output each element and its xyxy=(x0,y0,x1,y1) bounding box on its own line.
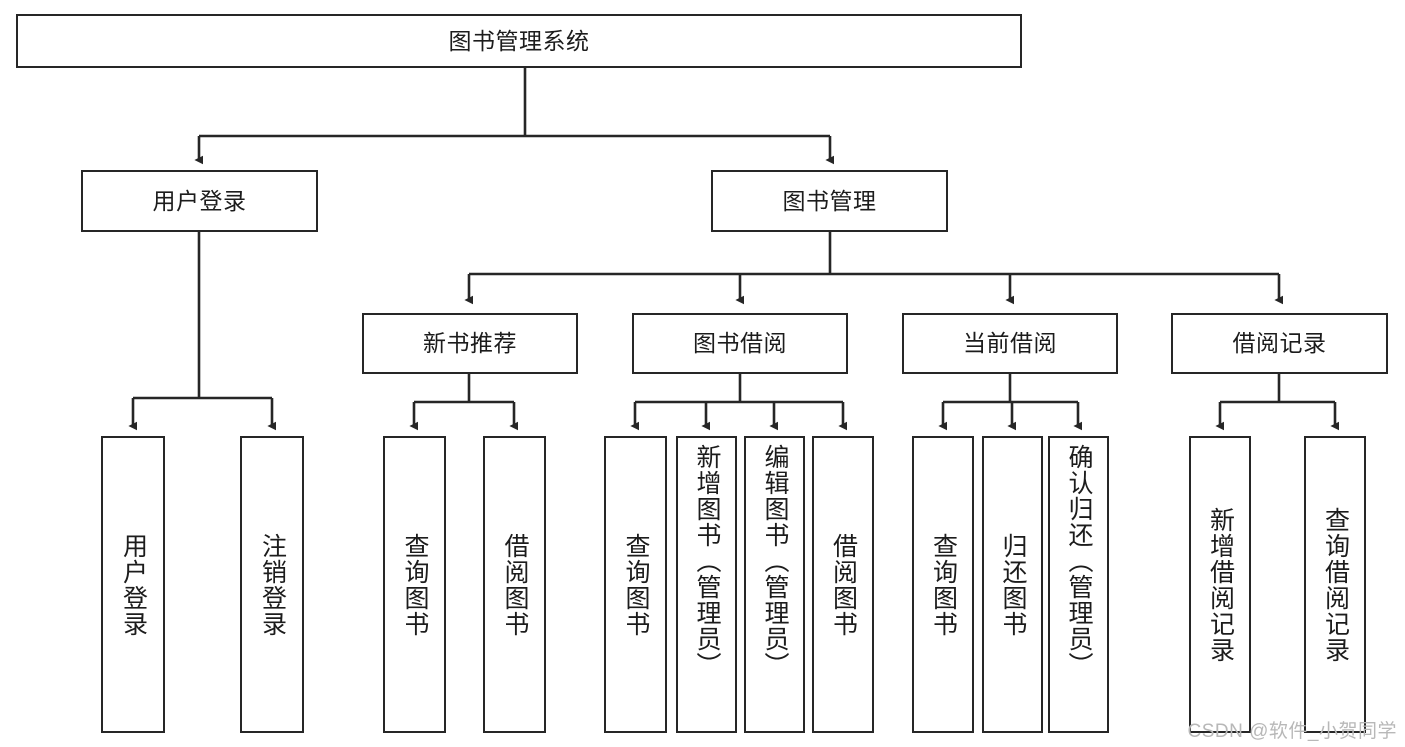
node-root[interactable]: 图书管理系统 xyxy=(16,14,1022,68)
node-book-management-label: 图书管理 xyxy=(782,187,877,214)
node-leaf-user-login-label: 用户登录 xyxy=(119,532,148,637)
node-leaf-borrow-book-1-label: 借阅图书 xyxy=(501,532,529,637)
node-leaf-logout[interactable]: 注销登录 xyxy=(240,436,304,733)
node-leaf-borrow-book-2[interactable]: 借阅图书 xyxy=(812,436,874,733)
node-leaf-confirm-return-label: 确认归还（管理员） xyxy=(1065,444,1093,678)
node-new-book-recommend-label: 新书推荐 xyxy=(423,330,517,357)
node-leaf-add-book-label: 新增图书（管理员） xyxy=(693,444,721,678)
node-leaf-query-record[interactable]: 查询借阅记录 xyxy=(1304,436,1366,733)
node-leaf-add-record[interactable]: 新增借阅记录 xyxy=(1189,436,1251,733)
node-leaf-edit-book-label: 编辑图书（管理员） xyxy=(761,444,789,678)
node-book-borrow[interactable]: 图书借阅 xyxy=(632,313,848,374)
node-leaf-user-login[interactable]: 用户登录 xyxy=(101,436,165,733)
node-root-label: 图书管理系统 xyxy=(448,27,590,54)
node-current-borrow[interactable]: 当前借阅 xyxy=(902,313,1118,374)
node-new-book-recommend[interactable]: 新书推荐 xyxy=(362,313,578,374)
node-leaf-borrow-book-1[interactable]: 借阅图书 xyxy=(483,436,546,733)
node-leaf-logout-label: 注销登录 xyxy=(258,532,287,637)
node-leaf-add-book[interactable]: 新增图书（管理员） xyxy=(676,436,737,733)
node-leaf-query-record-label: 查询借阅记录 xyxy=(1321,506,1350,663)
node-current-borrow-label: 当前借阅 xyxy=(963,330,1057,357)
node-borrow-record[interactable]: 借阅记录 xyxy=(1171,313,1388,374)
node-leaf-query-book-3-label: 查询图书 xyxy=(929,532,958,637)
node-leaf-query-book-2-label: 查询图书 xyxy=(622,532,650,637)
node-leaf-edit-book[interactable]: 编辑图书（管理员） xyxy=(744,436,805,733)
node-leaf-return-book[interactable]: 归还图书 xyxy=(982,436,1043,733)
node-user-login[interactable]: 用户登录 xyxy=(81,170,318,232)
node-leaf-return-book-label: 归还图书 xyxy=(999,532,1027,637)
node-borrow-record-label: 借阅记录 xyxy=(1232,330,1327,357)
node-leaf-add-record-label: 新增借阅记录 xyxy=(1206,506,1235,663)
node-leaf-query-book-1-label: 查询图书 xyxy=(401,532,429,637)
node-book-borrow-label: 图书借阅 xyxy=(693,330,787,357)
node-leaf-query-book-1[interactable]: 查询图书 xyxy=(383,436,446,733)
watermark-text: CSDN @软件_小贺同学 xyxy=(1187,721,1397,742)
node-leaf-borrow-book-2-label: 借阅图书 xyxy=(829,532,858,637)
node-user-login-label: 用户登录 xyxy=(152,187,247,214)
node-leaf-query-book-3[interactable]: 查询图书 xyxy=(912,436,974,733)
node-leaf-confirm-return[interactable]: 确认归还（管理员） xyxy=(1048,436,1109,733)
node-book-management[interactable]: 图书管理 xyxy=(711,170,948,232)
node-leaf-query-book-2[interactable]: 查询图书 xyxy=(604,436,667,733)
